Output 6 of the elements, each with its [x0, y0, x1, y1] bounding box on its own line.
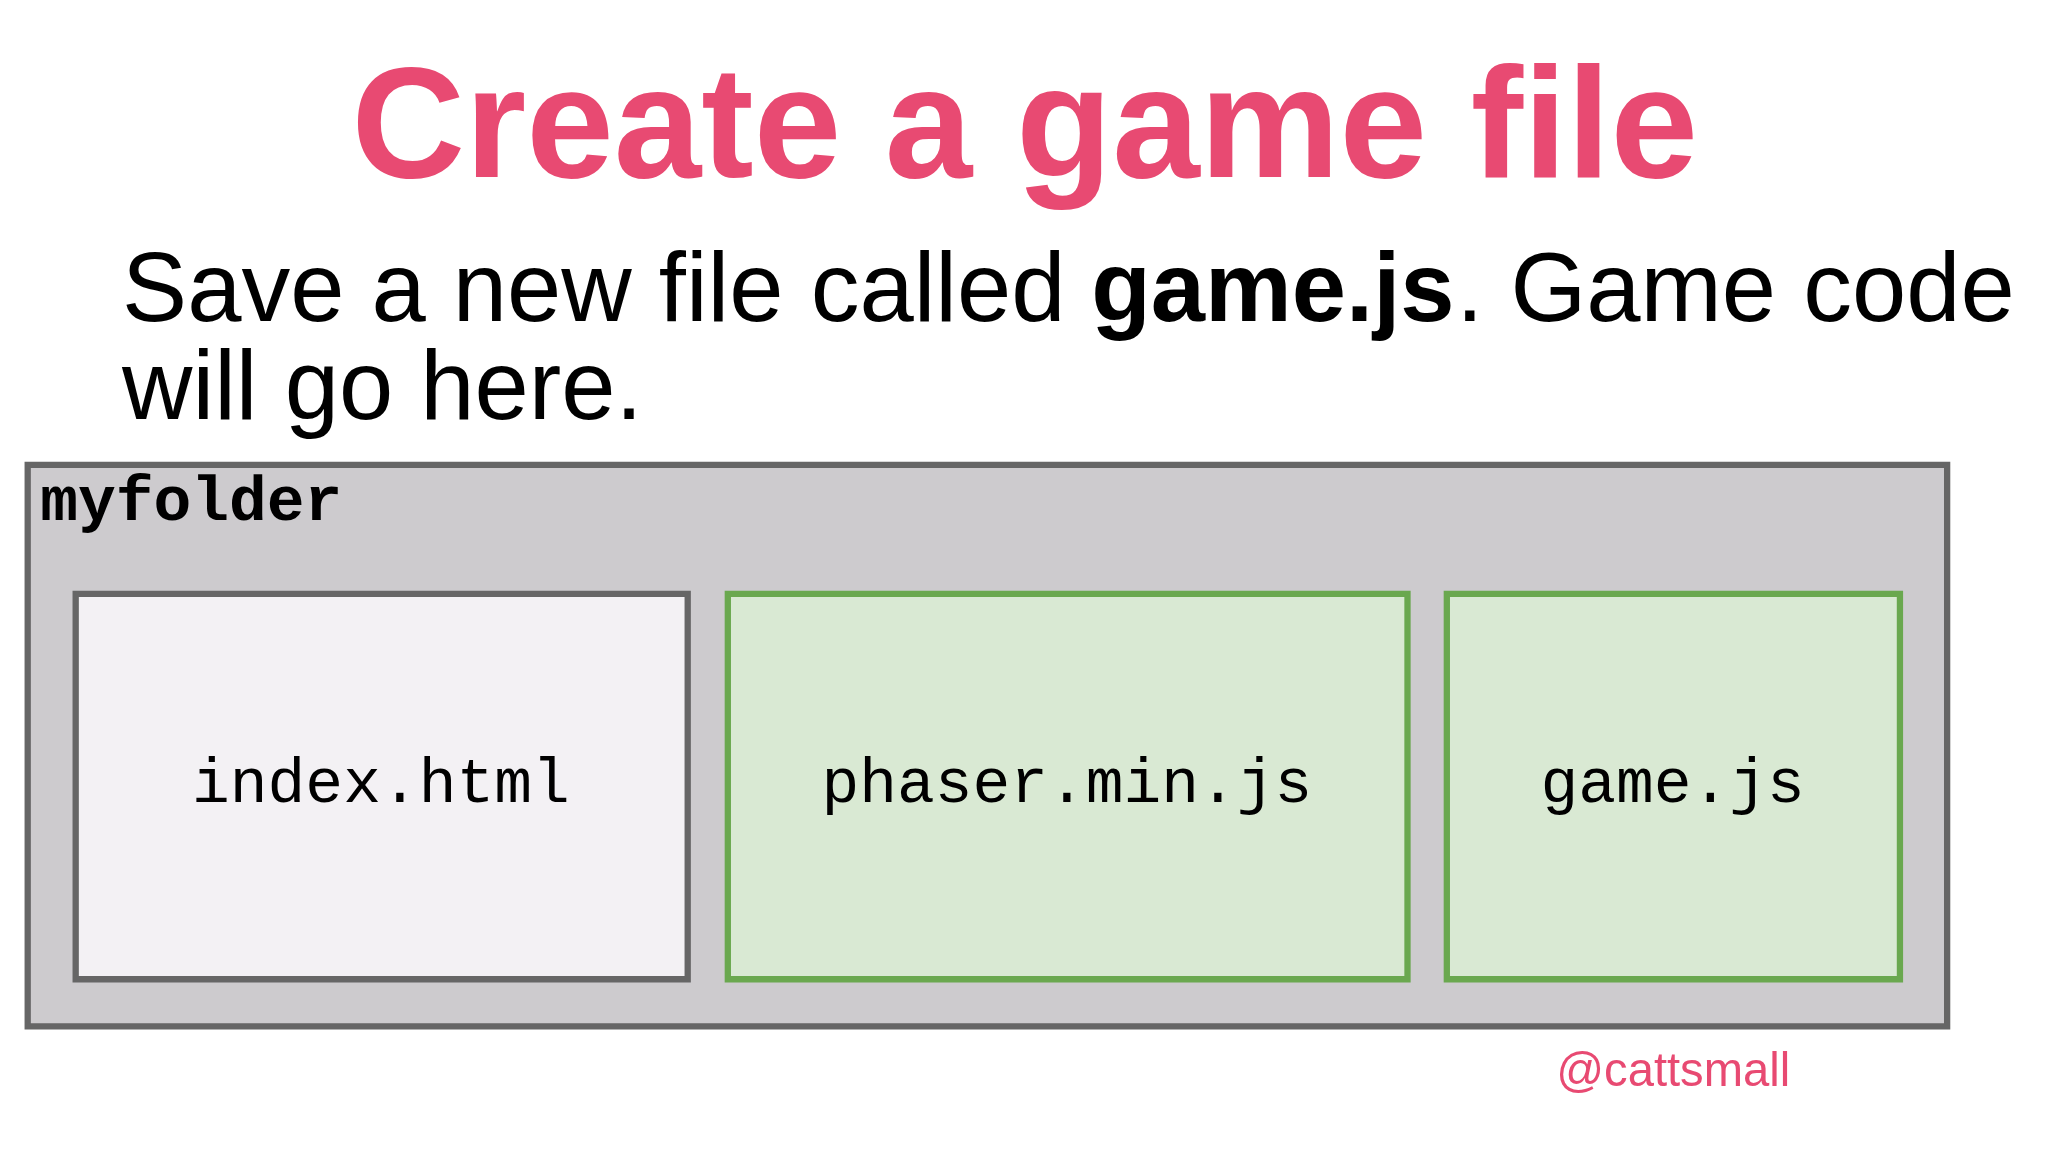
diagram-title: Create a game file [351, 34, 1699, 210]
node-box: index.html [72, 590, 691, 982]
node-box: game.js [1443, 590, 1904, 982]
node-box: phaser.min.js [724, 590, 1411, 982]
label: Save a new file called game.js. Game code will go here. [122, 232, 2015, 440]
label: @cattsmall [1556, 1042, 1791, 1096]
